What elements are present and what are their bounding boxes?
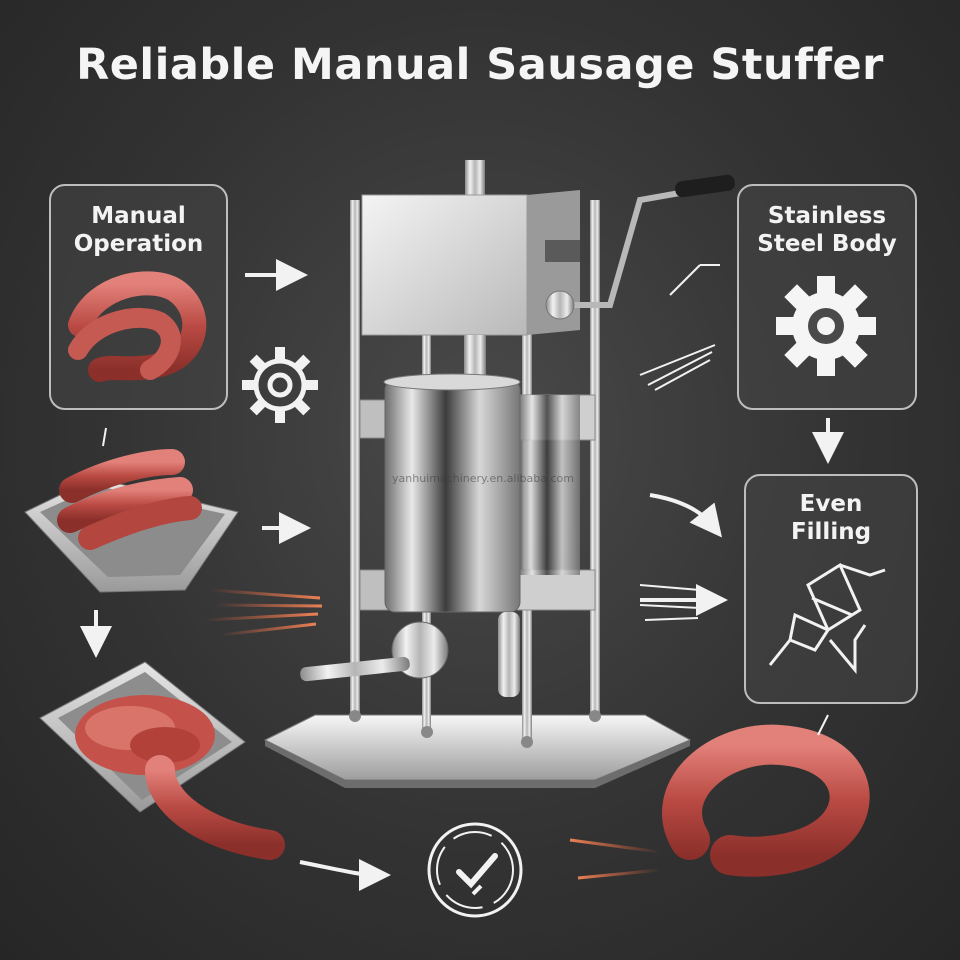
sausage-stuffer-machine bbox=[263, 160, 735, 788]
stainless-steel-body-label: Stainless Steel Body bbox=[757, 203, 897, 257]
checkmark-badge-icon bbox=[427, 822, 523, 918]
finished-sausage-image bbox=[662, 724, 870, 877]
arrow-down-icon bbox=[80, 418, 844, 658]
filling-nozzle-icon bbox=[768, 562, 886, 675]
gear-outline-icon bbox=[242, 347, 318, 423]
red-motion-streaks bbox=[204, 588, 661, 880]
tray-with-minced-meat-image bbox=[39, 661, 285, 860]
gear-icon bbox=[776, 276, 876, 376]
watermark-text: yanhuimachinery.en.alibaba.com bbox=[392, 472, 574, 485]
tray-with-sausages-image bbox=[24, 449, 239, 593]
even-filling-label: Even Filling bbox=[790, 491, 872, 545]
coiled-sausage-image bbox=[68, 271, 207, 382]
manual-operation-label: Manual Operation bbox=[73, 203, 204, 257]
motion-lines bbox=[102, 264, 829, 736]
page-title: Reliable Manual Sausage Stuffer bbox=[76, 40, 884, 90]
arrow-right-icon bbox=[245, 259, 728, 891]
even-filling-card: Even Filling bbox=[744, 474, 918, 704]
